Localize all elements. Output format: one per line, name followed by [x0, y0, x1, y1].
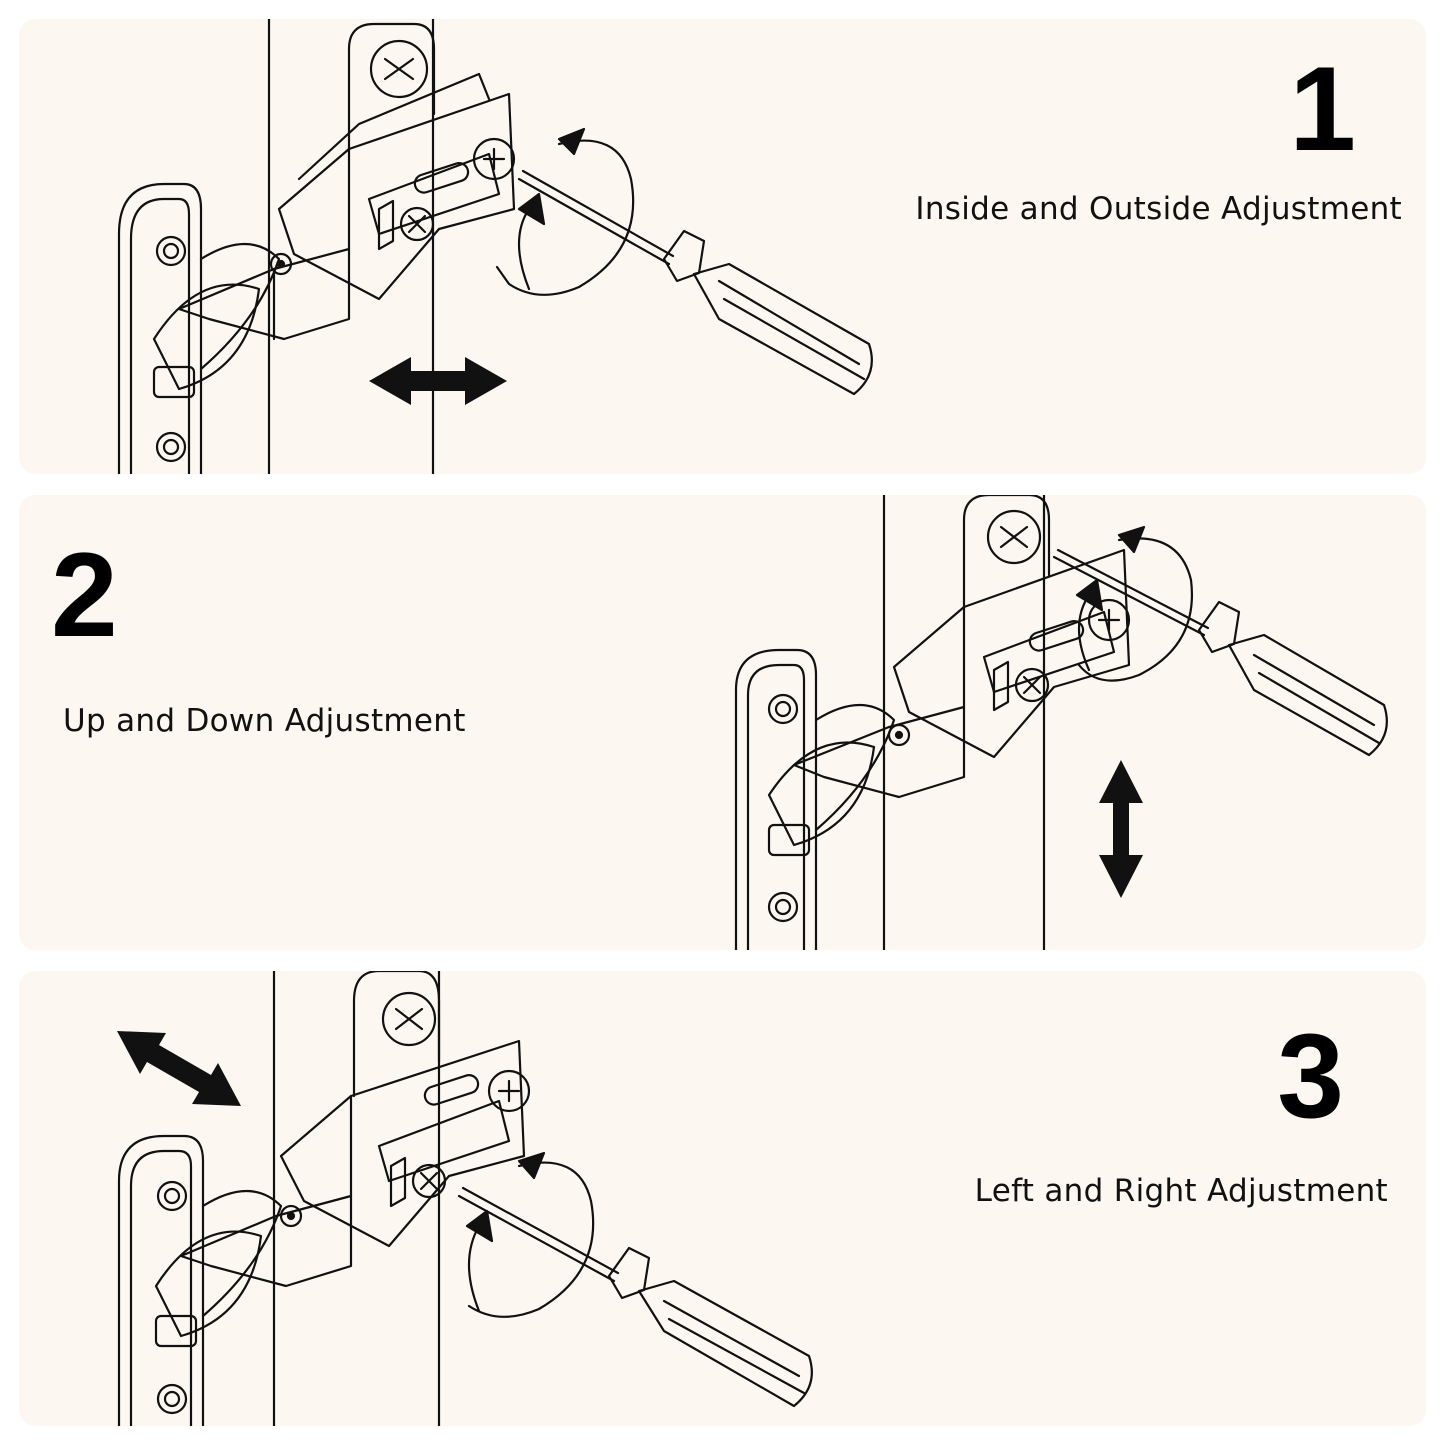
step-3-panel: 3 Left and Right Adjustment — [19, 971, 1426, 1426]
hinge-illustration-2 — [734, 495, 1388, 950]
horizontal-arrow-icon — [369, 357, 507, 405]
step-title: Left and Right Adjustment — [974, 1173, 1388, 1209]
step-number: 1 — [1289, 42, 1356, 176]
diagonal-arrow-icon — [117, 1031, 241, 1106]
step-1-panel: 1 Inside and Outside Adjustment — [19, 19, 1426, 474]
step-number: 3 — [1277, 1009, 1344, 1143]
step-number: 2 — [51, 528, 118, 662]
hinge-illustration-1 — [117, 19, 873, 474]
vertical-arrow-icon — [1099, 760, 1143, 898]
step-title: Up and Down Adjustment — [63, 703, 466, 739]
step-title: Inside and Outside Adjustment — [915, 191, 1402, 227]
step-2-panel: 2 Up and Down Adjustment — [19, 495, 1426, 950]
hinge-illustration-3 — [117, 971, 813, 1426]
